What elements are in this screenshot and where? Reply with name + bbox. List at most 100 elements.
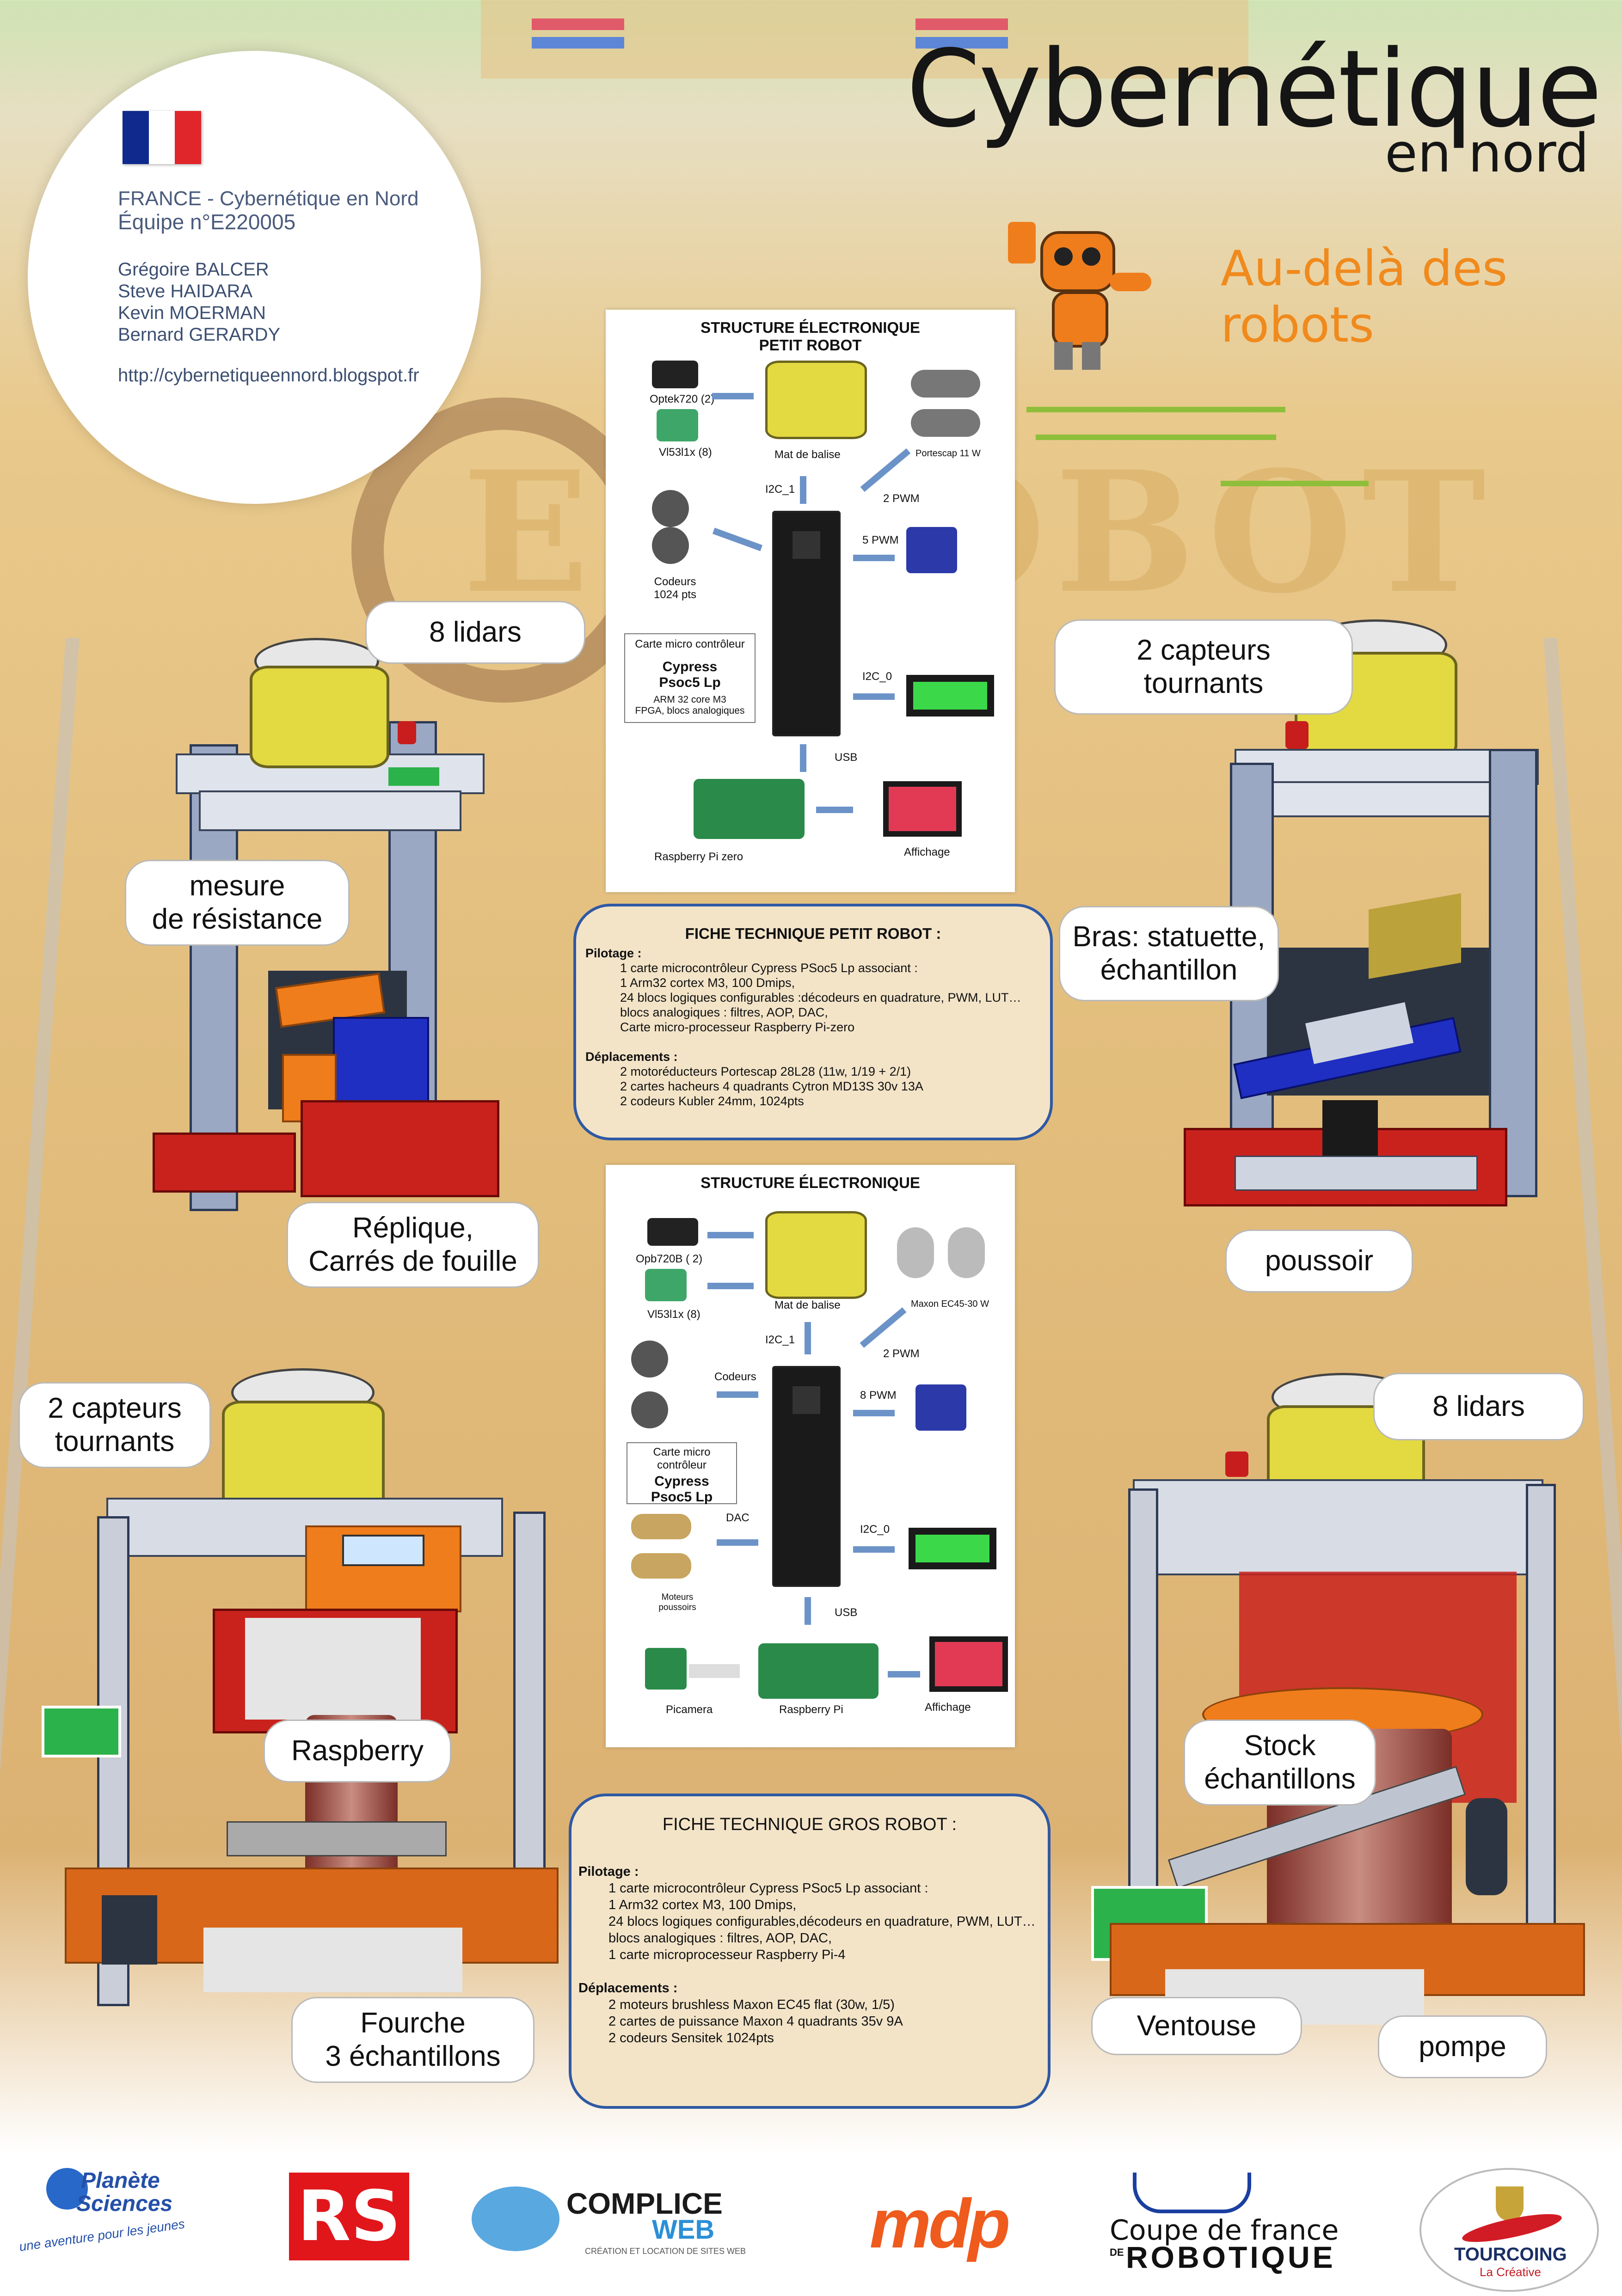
field-stripe-right [915,18,1008,30]
servo-icon [906,527,957,573]
arrow [707,1283,754,1289]
opb-label: Opb720B ( 2) [636,1253,703,1265]
team-info-card [28,51,481,504]
pwm2-label: 2 PWM [883,492,920,505]
arrow [853,1546,895,1553]
touchscreen-icon [929,1636,1008,1692]
circuit-trace [1221,481,1369,486]
pusher-motor-icon [631,1514,691,1539]
field-stripe-right-blue [915,37,1008,49]
optek-sensor-icon [652,361,698,388]
big-robot-fiche: FICHE TECHNIQUE GROS ROBOT : Pilotage : … [569,1794,1051,2109]
maxon-motor-icon [897,1227,934,1278]
complice-web-logo: COMPLICE WEB CRÉATION ET LOCATION DE SIT… [467,2177,754,2260]
i2c1-label: I2C_1 [765,483,795,496]
member: Grégoire BALCER [118,259,269,280]
planete-sciences-logo: Planète Sciences une aventure pour les j… [18,2168,186,2254]
page-title: Cybernétique [906,28,1602,151]
rpi-label: Raspberry Pi zero [654,851,743,863]
france-flag-icon [123,111,202,164]
arrow [707,1232,754,1238]
coupe-de-france-robotique-logo: Coupe de france DE ROBOTIQUE [1105,2173,1401,2274]
small-robot-render-left [148,629,499,1230]
arrow [712,393,754,399]
codeurs-label: Codeurs [714,1371,756,1383]
rs-logo: RS [289,2173,409,2260]
small-robot-fiche: FICHE TECHNIQUE PETIT ROBOT : Pilotage :… [573,904,1053,1140]
callout-bras: Bras: statuette,échantillon [1059,906,1279,1001]
team-id: Équipe n°E220005 [118,210,296,234]
team-info: FRANCE - Cybernétique en Nord Équipe n°E… [118,187,451,233]
usb-label: USB [835,751,858,764]
arrow [853,555,895,561]
big-robot-render-right [1063,1368,1595,2043]
microcontroller-board-icon [772,511,841,736]
big-robot-render-left [42,1359,573,2015]
vl53-sensor-icon [645,1269,687,1301]
fiche-title: FICHE TECHNIQUE GROS ROBOT : [662,1815,957,1834]
mat-label: Mat de balise [774,1299,841,1311]
small-robot-structure-panel: STRUCTURE ÉLECTRONIQUE PETIT ROBOT Optek… [606,310,1015,892]
lcd-display-icon [909,1528,996,1569]
sponsor-bar [0,2154,1622,2296]
affichage-label: Affichage [904,846,950,858]
encoder-icon [652,527,689,564]
maxon-label: Maxon EC45-30 W [911,1299,989,1309]
ladybug-icon [472,2186,559,2251]
member: Kevin MOERMAN [118,303,266,323]
fiche-title: FICHE TECHNIQUE PETIT ROBOT : [685,925,941,942]
planet-icon [46,2168,88,2210]
fiche-body: Pilotage : 1 carte microcontrôleur Cypre… [578,1864,1036,2045]
maxon-motor-icon [948,1227,985,1278]
rpi-label: Raspberry Pi [779,1703,843,1716]
callout-raspberry: Raspberry [264,1720,451,1782]
optek-label: Optek720 (2) [650,393,715,405]
arrow [800,476,806,504]
arrow [712,527,763,551]
beacon-mast-icon [765,1211,867,1299]
micro-controller-box: Carte micro contrôleur Cypress Psoc5 Lp … [624,633,756,723]
mat-label: Mat de balise [774,448,841,461]
usb-label: USB [835,1606,858,1619]
team-line: FRANCE - Cybernétique en Nord [118,187,419,210]
arrow [860,1307,907,1348]
pusher-motor-icon [631,1553,691,1579]
team-members: Grégoire BALCER Steve HAIDARA Kevin MOER… [118,259,451,346]
affichage-label: Affichage [925,1701,971,1714]
tourcoing-logo: TOURCOING La Créative [1410,2163,1604,2292]
arrow [860,448,911,492]
member: Bernard GERARDY [118,325,281,345]
raspberry-pi-zero-icon [694,779,805,839]
camera-cable [689,1664,740,1678]
dac-label: DAC [726,1512,750,1524]
raspberry-pi-icon [758,1643,879,1699]
i2c0-label: I2C_0 [862,670,892,683]
arrow [800,744,806,772]
field-stripe-left-blue [532,37,624,49]
robot-face-icon [1133,2173,1251,2213]
microcontroller-board-icon [772,1366,841,1587]
encoder-icon [631,1341,668,1378]
mascot-robot-icon [1008,203,1151,370]
tagline: Au-delà des robots [1221,240,1508,353]
mdp-logo: mdp [869,2184,1011,2262]
pwm5-label: 5 PWM [862,534,899,546]
panel-title: STRUCTURE ÉLECTRONIQUE [700,1174,920,1191]
member: Steve HAIDARA [118,281,253,301]
encoder-icon [652,490,689,527]
callout-8-lidars-bottom: 8 lidars [1373,1373,1584,1440]
arrow [805,1322,811,1354]
arrow [717,1539,758,1546]
i2c0-label: I2C_0 [860,1523,890,1536]
blog-link[interactable]: http://cybernetiqueennord.blogspot.fr [118,365,419,386]
optek-sensor-icon [647,1218,698,1246]
camera-icon [645,1648,687,1690]
motor-icon [911,409,980,437]
lcd-display-icon [906,675,994,716]
codeurs-label: Codeurs 1024 pts [653,576,697,601]
vl53-label: Vl53l1x (8) [659,446,712,459]
arrow [853,1410,895,1416]
pwm8-label: 8 PWM [860,1389,897,1402]
